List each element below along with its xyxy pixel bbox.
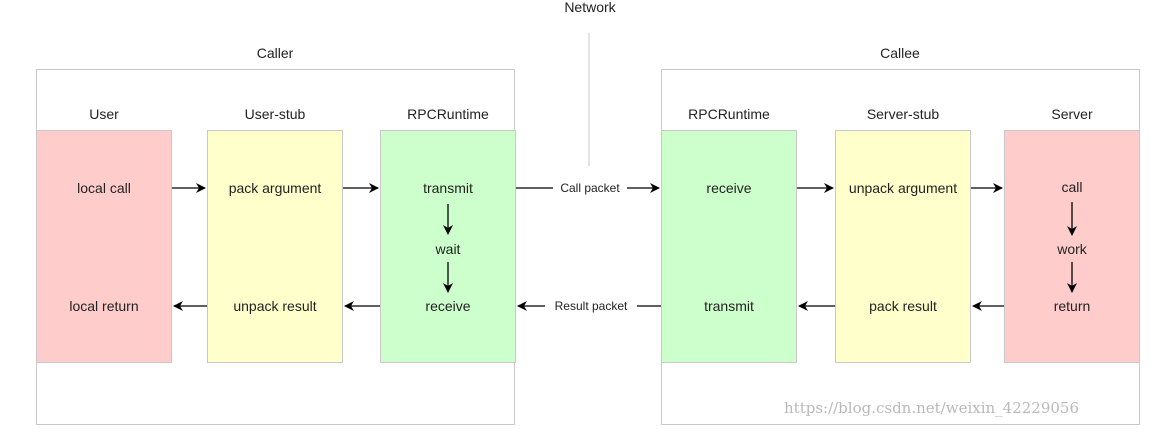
server-stub-header: Server-stub bbox=[866, 106, 940, 122]
caller-rpcruntime-block bbox=[380, 130, 516, 363]
user-bottom-text: local return bbox=[69, 298, 139, 314]
server-stub-block bbox=[835, 130, 971, 363]
callee-rpcruntime-header: RPCRuntime bbox=[688, 106, 770, 122]
caller-rpcruntime-header: RPCRuntime bbox=[407, 106, 489, 122]
server-stub-bottom-text: pack result bbox=[869, 298, 937, 314]
callee-rpcruntime-block bbox=[661, 130, 797, 363]
user-stub-bottom-text: unpack result bbox=[233, 298, 317, 314]
network-label: Network bbox=[564, 0, 616, 15]
user-header: User bbox=[89, 106, 119, 122]
user-block bbox=[36, 130, 172, 363]
user-stub-top-text: pack argument bbox=[228, 180, 322, 196]
server-header: Server bbox=[1051, 106, 1093, 122]
call-packet-label: Call packet bbox=[553, 181, 627, 195]
user-stub-header: User-stub bbox=[244, 106, 306, 122]
caller-rpc-middle-text: wait bbox=[435, 241, 461, 257]
result-packet-label: Result packet bbox=[545, 299, 637, 313]
watermark: https://blog.csdn.net/weixin_42229056 bbox=[784, 399, 1080, 417]
callee-rpc-top-text: receive bbox=[706, 180, 752, 196]
caller-rpc-top-text: transmit bbox=[423, 180, 473, 196]
callee-rpc-bottom-text: transmit bbox=[704, 298, 754, 314]
server-block bbox=[1004, 130, 1140, 363]
callee-title: Callee bbox=[880, 45, 920, 61]
user-stub-block bbox=[207, 130, 343, 363]
server-middle-text: work bbox=[1057, 241, 1087, 257]
server-stub-top-text: unpack argument bbox=[848, 180, 958, 196]
caller-rpc-bottom-text: receive bbox=[425, 298, 471, 314]
caller-title: Caller bbox=[256, 45, 294, 61]
user-top-text: local call bbox=[77, 180, 131, 196]
server-bottom-text: return bbox=[1053, 298, 1091, 314]
server-top-text: call bbox=[1061, 179, 1083, 195]
